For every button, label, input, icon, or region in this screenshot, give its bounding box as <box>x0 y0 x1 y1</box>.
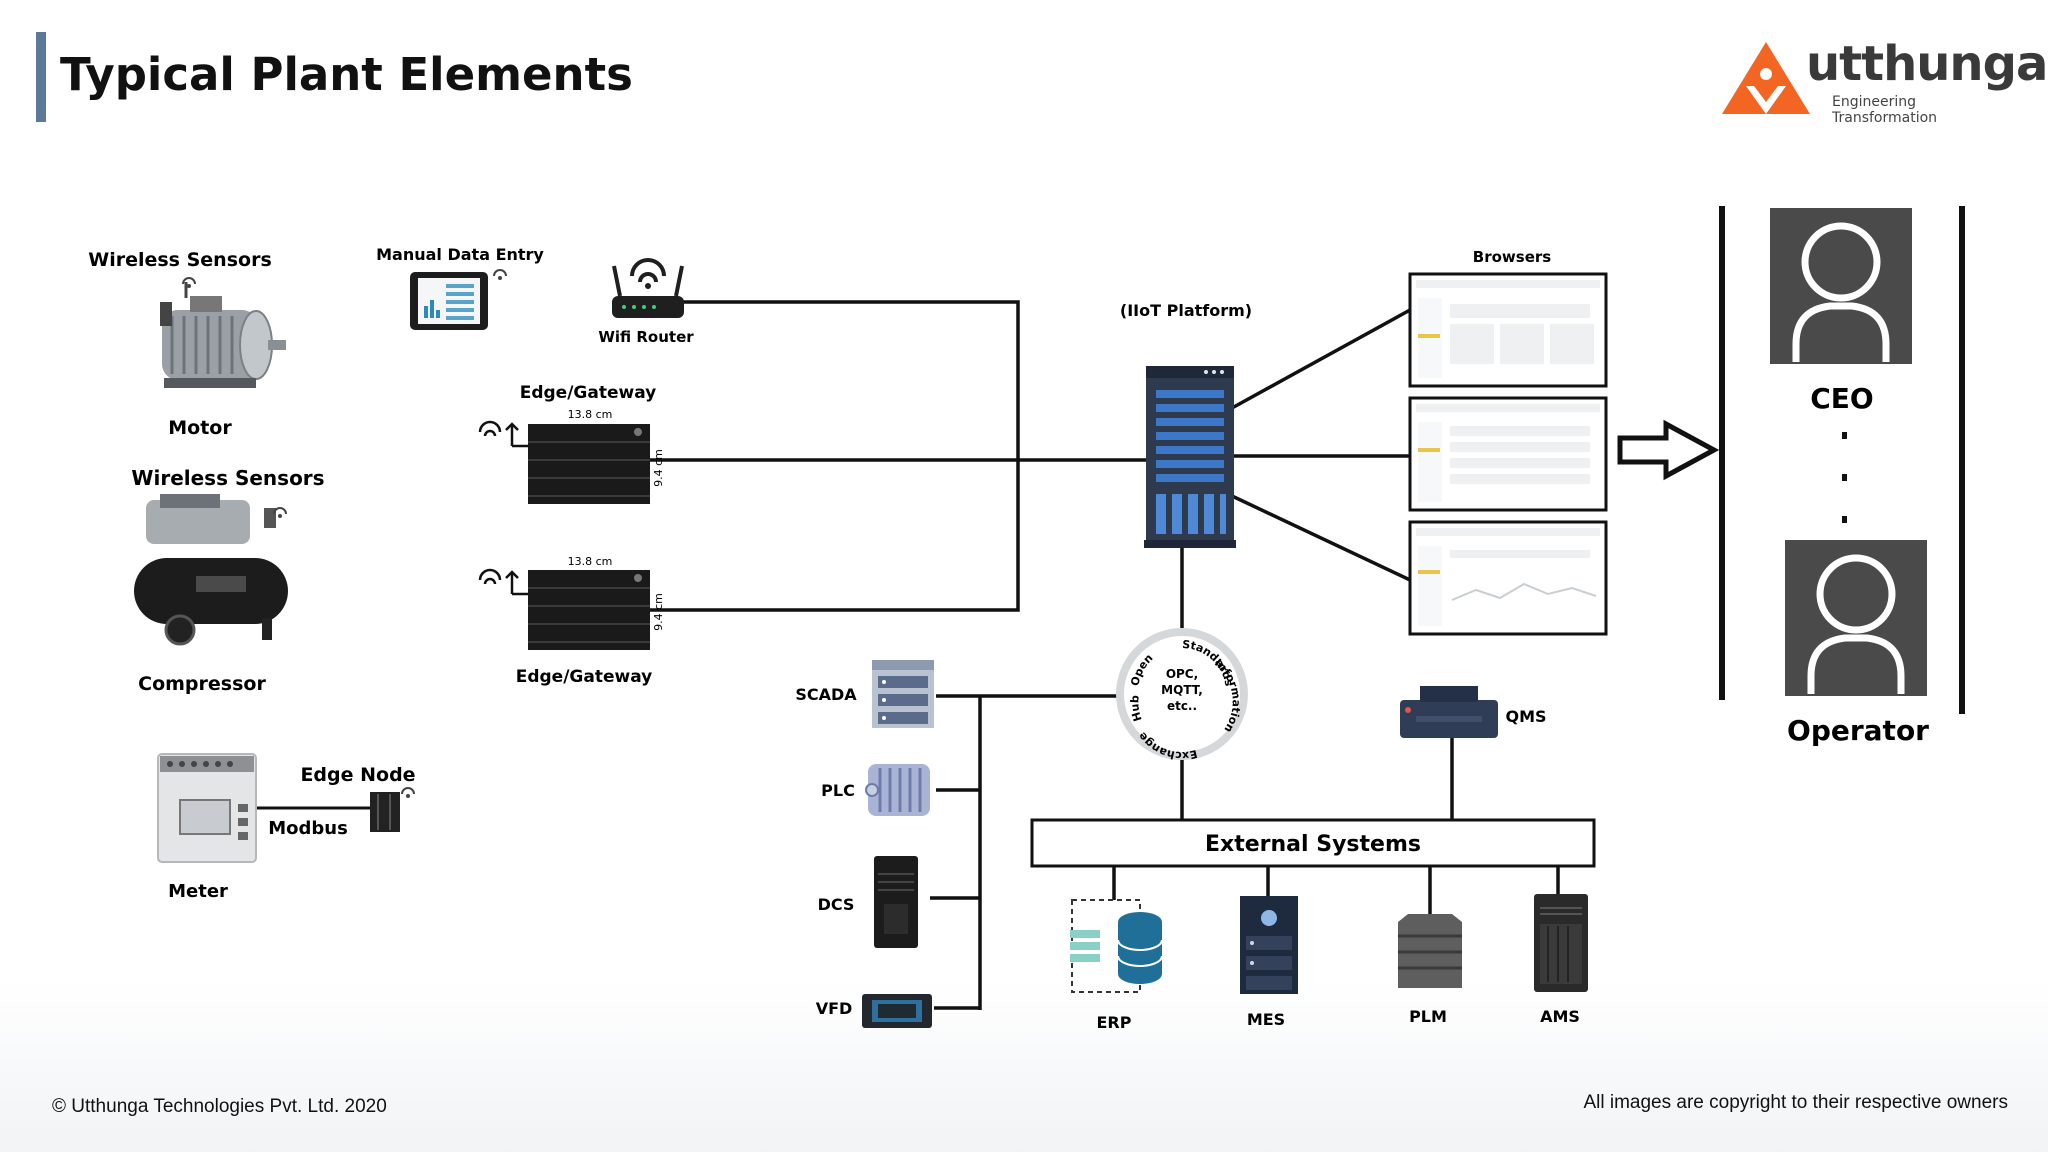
meter-icon <box>157 753 257 863</box>
compressor-label: Compressor <box>138 673 266 695</box>
ellipsis-dots <box>1842 432 1847 523</box>
outline-arrow-icon <box>1617 419 1720 481</box>
tablet-icon <box>410 269 507 330</box>
wifi-signal-icon <box>273 507 287 515</box>
ams-tower-icon <box>1534 894 1588 992</box>
wifi-router-label: Wifi Router <box>598 328 694 346</box>
wireless-sensors-label-1: Wireless Sensors <box>88 249 272 271</box>
ceo-label: CEO <box>1810 382 1873 415</box>
operator-avatar-icon <box>1785 540 1927 696</box>
wifi-signal-icon <box>182 277 196 285</box>
edge-gateway-bottom-label: Edge/Gateway <box>516 667 653 687</box>
iiot-platform-label: (IIoT Platform) <box>1120 301 1252 320</box>
wifi-signal-icon <box>493 269 507 277</box>
compressor-icon <box>134 494 288 646</box>
meter-label: Meter <box>168 881 228 902</box>
copyright-footer: © Utthunga Technologies Pvt. Ltd. 2020 <box>52 1096 387 1117</box>
external-systems-box <box>1030 818 1596 868</box>
browser-window-2 <box>1408 396 1608 512</box>
router-link <box>650 300 1020 612</box>
image-credit-footer: All images are copyright to their respec… <box>1583 1092 2008 1113</box>
logo-word: utthunga <box>1806 36 2048 92</box>
gateway-box-icon <box>528 570 650 650</box>
browsers-label: Browsers <box>1473 248 1551 266</box>
gateway-bottom-width-dim: 13.8 cm <box>568 555 613 568</box>
edge-node-icon <box>370 787 415 832</box>
hub-center-opc: OPC, <box>1166 667 1198 681</box>
hub-center-etc: etc.. <box>1167 699 1197 713</box>
compressor-sensor-icon <box>273 507 287 518</box>
edge-gateway-top-label: Edge/Gateway <box>520 383 657 403</box>
motor-icon <box>160 296 286 388</box>
title-accent-bar <box>36 32 46 122</box>
browser-link-3 <box>1231 494 1411 582</box>
dcs-label: DCS <box>818 895 855 914</box>
scada-label: SCADA <box>795 685 857 704</box>
ceo-avatar-icon <box>1770 208 1912 364</box>
page-title: Typical Plant Elements <box>60 48 633 101</box>
motor-label: Motor <box>168 417 232 439</box>
plm-label: PLM <box>1409 1007 1447 1026</box>
gateway-top-antenna-icon <box>478 420 528 448</box>
edge-node-label: Edge Node <box>300 764 415 786</box>
gateway-bottom-antenna-icon <box>478 568 528 596</box>
mes-server-icon <box>1240 896 1298 994</box>
gateway-top-width-dim: 13.8 cm <box>568 408 613 421</box>
wifi-router-icon <box>612 258 684 318</box>
operator-label: Operator <box>1787 714 1929 747</box>
gateway-bottom-height-dim: 9.4 cm <box>652 593 665 631</box>
plm-server-stack-icon <box>1398 914 1462 988</box>
connection-lines <box>256 206 1965 1010</box>
external-systems-label: External Systems <box>1205 832 1421 857</box>
gateway-box-icon <box>528 424 650 504</box>
scada-server-icon <box>872 660 934 728</box>
browser-window-3 <box>1408 520 1608 636</box>
modbus-label: Modbus <box>268 818 348 839</box>
logo-tagline: Engineering Transformation <box>1832 94 1938 126</box>
logo-mark-icon <box>1722 42 1810 114</box>
browser-window-1 <box>1408 272 1608 388</box>
erp-label: ERP <box>1097 1013 1132 1032</box>
motor-sensor-icon <box>182 277 196 298</box>
footer-band <box>0 980 2048 1152</box>
plc-icon <box>865 764 930 816</box>
mes-label: MES <box>1247 1010 1285 1029</box>
manual-data-entry-label: Manual Data Entry <box>376 245 544 264</box>
browser-link-1 <box>1231 308 1411 410</box>
open-standards-hub: Open Standards Information Exchange Hub … <box>1116 628 1248 762</box>
plc-label: PLC <box>821 781 855 800</box>
hub-ring-hub: Hub <box>1128 695 1144 723</box>
gateway-top-height-dim: 9.4 cm <box>652 449 665 487</box>
vfd-icon <box>862 994 932 1028</box>
vfd-label: VFD <box>816 999 853 1018</box>
company-logo: utthunga Engineering Transformation <box>1716 36 2048 126</box>
hub-center-mqtt: MQTT, <box>1161 683 1203 697</box>
wifi-signal-icon <box>401 787 415 795</box>
qms-printer-icon <box>1400 686 1498 738</box>
qms-label: QMS <box>1505 707 1546 726</box>
server-tower-icon <box>1144 366 1236 548</box>
dcs-tower-icon <box>874 856 918 948</box>
wireless-sensors-label-2: Wireless Sensors <box>131 466 324 490</box>
erp-icon <box>1070 899 1163 993</box>
ams-label: AMS <box>1540 1007 1580 1026</box>
